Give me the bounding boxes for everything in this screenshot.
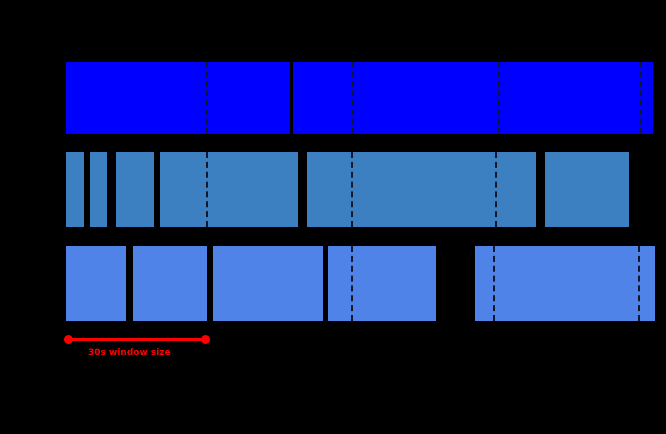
timeline-segment	[213, 246, 323, 321]
timeline-segment	[66, 246, 126, 321]
timeline-segment	[116, 152, 154, 227]
window-size-annotation-start-dot	[64, 335, 73, 344]
window-boundary-marker	[206, 152, 208, 227]
timeline-segment	[293, 62, 653, 134]
window-boundary-marker	[351, 246, 353, 321]
timeline-segment	[160, 152, 298, 227]
window-boundary-marker	[640, 62, 642, 134]
window-boundary-marker	[638, 246, 640, 321]
window-boundary-marker	[498, 62, 500, 134]
window-boundary-marker	[351, 152, 353, 227]
window-boundary-marker	[352, 62, 354, 134]
timeline-segment	[66, 152, 84, 227]
window-boundary-marker	[206, 62, 208, 134]
window-size-annotation-label: 30s window size	[88, 348, 171, 358]
timeline-segment	[328, 246, 436, 321]
timeline-segment	[90, 152, 107, 227]
timeline-segment	[66, 62, 290, 134]
timeline-segment	[475, 246, 655, 321]
timeline-segment	[545, 152, 629, 227]
window-boundary-marker	[495, 152, 497, 227]
window-size-annotation-end-dot	[201, 335, 210, 344]
window-boundary-marker	[493, 246, 495, 321]
timeline-segment	[133, 246, 207, 321]
timeline-segment	[307, 152, 536, 227]
window-size-annotation-line	[68, 338, 205, 341]
